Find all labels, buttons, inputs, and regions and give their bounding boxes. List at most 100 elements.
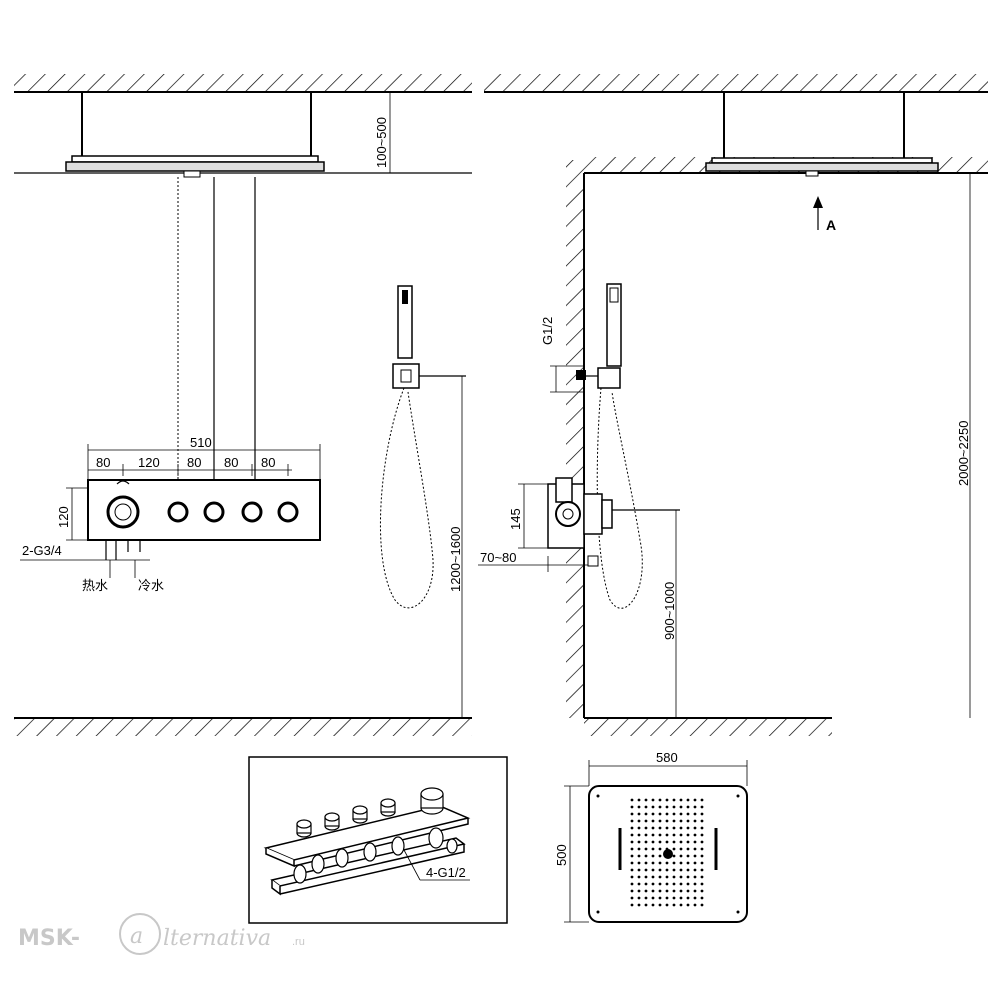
nozzle-dot <box>644 798 648 802</box>
outlets-label: 4-G1/2 <box>426 865 466 880</box>
left-ceiling <box>14 74 472 93</box>
wall-outlet-label: G1/2 <box>540 317 555 345</box>
valve-isometric-box: 4-G1/2 <box>248 756 508 924</box>
nozzle-dot <box>686 798 690 802</box>
nozzle-dot <box>672 882 676 886</box>
nozzle-dot <box>644 875 648 879</box>
dim-wall-outlet: G1/2 <box>540 317 584 393</box>
dim-valve-height: 145 <box>508 483 548 549</box>
nozzle-dot <box>686 896 690 900</box>
nozzle-dot <box>658 854 662 858</box>
nozzle-dot <box>651 875 655 879</box>
dim-hand-height: 1200~1600 <box>448 376 463 718</box>
nozzle-dot <box>686 882 690 886</box>
dim-panel-width: 510 <box>87 435 321 480</box>
spacing-4: 80 <box>224 455 238 470</box>
nozzle-dot <box>644 840 648 844</box>
nozzle-dot <box>693 819 697 823</box>
nozzle-dot <box>637 812 641 816</box>
nozzle-dot <box>679 840 683 844</box>
nozzle-dot <box>693 896 697 900</box>
nozzle-dot <box>665 875 669 879</box>
nozzle-dot <box>637 903 641 907</box>
nozzle-dot <box>665 819 669 823</box>
nozzle-dot <box>665 798 669 802</box>
nozzle-dot <box>644 903 648 907</box>
watermark-suffix: .ru <box>292 936 305 948</box>
nozzle-dot <box>630 882 634 886</box>
nozzle-dot <box>665 903 669 907</box>
nozzle-dot <box>637 833 641 837</box>
nozzle-dot <box>637 868 641 872</box>
nozzle-dot <box>665 840 669 844</box>
head-height-label: 2000~2250 <box>956 421 971 486</box>
nozzle-dot <box>630 903 634 907</box>
nozzle-dot <box>686 840 690 844</box>
nozzle-dot <box>637 847 641 851</box>
nozzle-dot <box>651 798 655 802</box>
spacing-1: 80 <box>96 455 110 470</box>
dim-valve-floor: 900~1000 <box>662 510 677 718</box>
right-ceiling <box>484 74 988 93</box>
nozzle-dot <box>658 903 662 907</box>
nozzle-dot <box>672 854 676 858</box>
spacing-2: 120 <box>138 455 160 470</box>
nozzle-dot <box>700 861 704 865</box>
wall-depth-label: 70~80 <box>480 550 517 565</box>
nozzle-dot <box>658 805 662 809</box>
nozzle-dot <box>658 861 662 865</box>
nozzle-dot <box>630 840 634 844</box>
nozzle-dot <box>637 798 641 802</box>
nozzle-dot <box>658 826 662 830</box>
nozzle-dot <box>658 798 662 802</box>
nozzle-dot <box>672 875 676 879</box>
nozzle-dot <box>679 812 683 816</box>
nozzle-dot <box>644 812 648 816</box>
nozzle-dot <box>672 805 676 809</box>
nozzle-dot <box>693 840 697 844</box>
nozzle-dot <box>637 826 641 830</box>
nozzle-dot <box>679 875 683 879</box>
nozzle-dot <box>686 805 690 809</box>
nozzle-dot <box>630 847 634 851</box>
nozzle-dot <box>679 868 683 872</box>
nozzle-dot <box>700 847 704 851</box>
head-depth-label: 500 <box>554 844 569 866</box>
nozzle-dot <box>679 903 683 907</box>
nozzle-dot <box>679 833 683 837</box>
nozzle-dot <box>672 840 676 844</box>
nozzle-dot <box>700 854 704 858</box>
nozzle-dot <box>693 889 697 893</box>
dim-spacing: 80 120 80 80 80 <box>88 455 292 476</box>
valve-floor-label: 900~1000 <box>662 582 677 640</box>
nozzle-dot <box>630 819 634 823</box>
nozzle-dot <box>651 861 655 865</box>
nozzle-dot <box>700 896 704 900</box>
nozzle-dot <box>679 889 683 893</box>
hot-label: 热水 <box>82 578 108 593</box>
nozzle-dot <box>686 826 690 830</box>
nozzle-dot <box>672 861 676 865</box>
nozzle-dot <box>686 861 690 865</box>
nozzle-dot <box>700 868 704 872</box>
nozzle-dot <box>679 847 683 851</box>
nozzle-dot <box>672 819 676 823</box>
nozzle-dot <box>651 854 655 858</box>
nozzle-dot <box>686 854 690 858</box>
overhead-shower-front <box>65 92 325 178</box>
watermark: MSK- a lternativa .ru <box>18 913 305 955</box>
nozzle-dot <box>679 882 683 886</box>
nozzle-dot <box>700 798 704 802</box>
nozzle-dot <box>693 854 697 858</box>
nozzle-dot <box>637 805 641 809</box>
dim-wall-depth: 70~80 <box>478 550 588 572</box>
nozzle-dot <box>651 903 655 907</box>
hand-height-label: 1200~1600 <box>448 527 463 592</box>
nozzle-dot <box>644 896 648 900</box>
nozzle-dot <box>693 798 697 802</box>
nozzle-dot <box>630 798 634 802</box>
nozzle-dot <box>700 819 704 823</box>
nozzle-dot <box>651 833 655 837</box>
nozzle-dot <box>672 903 676 907</box>
